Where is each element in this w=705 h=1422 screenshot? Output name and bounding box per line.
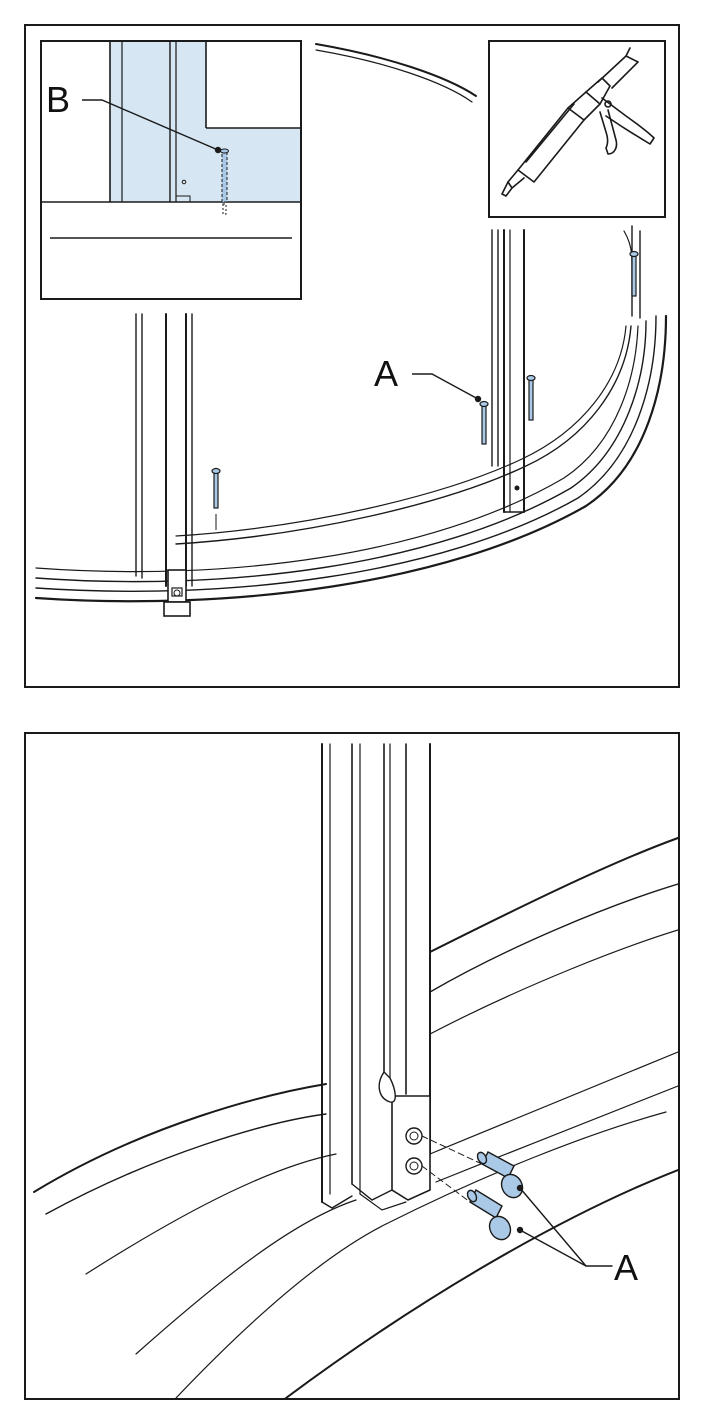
screw-mid-right: [528, 379, 534, 421]
tray-edge-2: [35, 315, 657, 592]
glass-top-arc-2: [315, 49, 473, 103]
inset-b-profile-fill: [110, 42, 206, 202]
top-rail-outer: [429, 837, 678, 953]
leader-a-2: [519, 1229, 587, 1267]
step-panel-top: A B: [24, 24, 680, 688]
latch-knob: [378, 1070, 396, 1103]
leader-a-dot-2: [516, 1226, 524, 1234]
tray-edge-3: [35, 320, 647, 583]
leader-a-dot-1: [516, 1184, 524, 1192]
screw-far-right-head: [629, 250, 639, 258]
tray-curve-7: [435, 1085, 678, 1183]
screw-a: [481, 405, 487, 445]
inset-b-drawing: [42, 42, 300, 239]
tray-outer-edge: [34, 314, 668, 603]
screw-left-head: [211, 467, 221, 475]
align-line-bottom: [421, 1165, 471, 1203]
left-bracket: [167, 569, 187, 603]
tray-curve-2: [45, 1113, 327, 1215]
label-b: B: [46, 79, 71, 120]
top-rail-inner: [429, 883, 678, 993]
screw-mid-right-head: [526, 374, 536, 382]
tray-curve-6: [429, 1051, 678, 1155]
label-a: A: [374, 353, 399, 394]
glass-mid-line: [429, 929, 678, 1035]
label-a-bottom: A: [614, 1247, 639, 1288]
inset-caulking-gun: [488, 40, 666, 218]
left-bracket-hole: [173, 589, 181, 597]
tray-edge-4: [35, 325, 639, 573]
right-upright-3: [623, 230, 633, 262]
screw-a-head: [479, 400, 489, 408]
tray-curve-3: [85, 1153, 337, 1275]
tray-inner-edge-2: [175, 325, 627, 537]
step-panel-bottom: A: [24, 732, 680, 1400]
screw-left: [213, 471, 219, 509]
leader-b-dot: [214, 146, 222, 154]
bolt-top: [476, 1151, 524, 1199]
tray-curve-5: [175, 1223, 387, 1398]
align-line-top: [421, 1135, 483, 1165]
screw-b-head: [220, 148, 229, 154]
bolt-bottom: [466, 1189, 512, 1241]
tray-inner-edge: [175, 325, 632, 545]
screw-far-right: [631, 255, 637, 297]
leader-a: [412, 373, 479, 400]
mid-profile-hole: [514, 485, 520, 491]
glass-top-arc: [315, 43, 477, 97]
leader-a-dot: [474, 395, 482, 403]
inset-b-tray-fill: [206, 128, 300, 202]
tray-curve-4: [135, 1199, 357, 1355]
top-drawing: [34, 43, 668, 617]
foot-bracket: [391, 1095, 431, 1201]
caulking-gun-icon: [501, 47, 655, 197]
screw-b: [221, 151, 228, 203]
tray-curve-1: [33, 1083, 327, 1193]
left-bracket-base: [163, 601, 191, 617]
inset-detail-b: B: [40, 40, 302, 300]
leader-b: [82, 99, 219, 151]
tray-curve-8: [385, 1111, 667, 1225]
bottom-drawing: [33, 743, 678, 1398]
tray-curve-9: [285, 1169, 678, 1398]
